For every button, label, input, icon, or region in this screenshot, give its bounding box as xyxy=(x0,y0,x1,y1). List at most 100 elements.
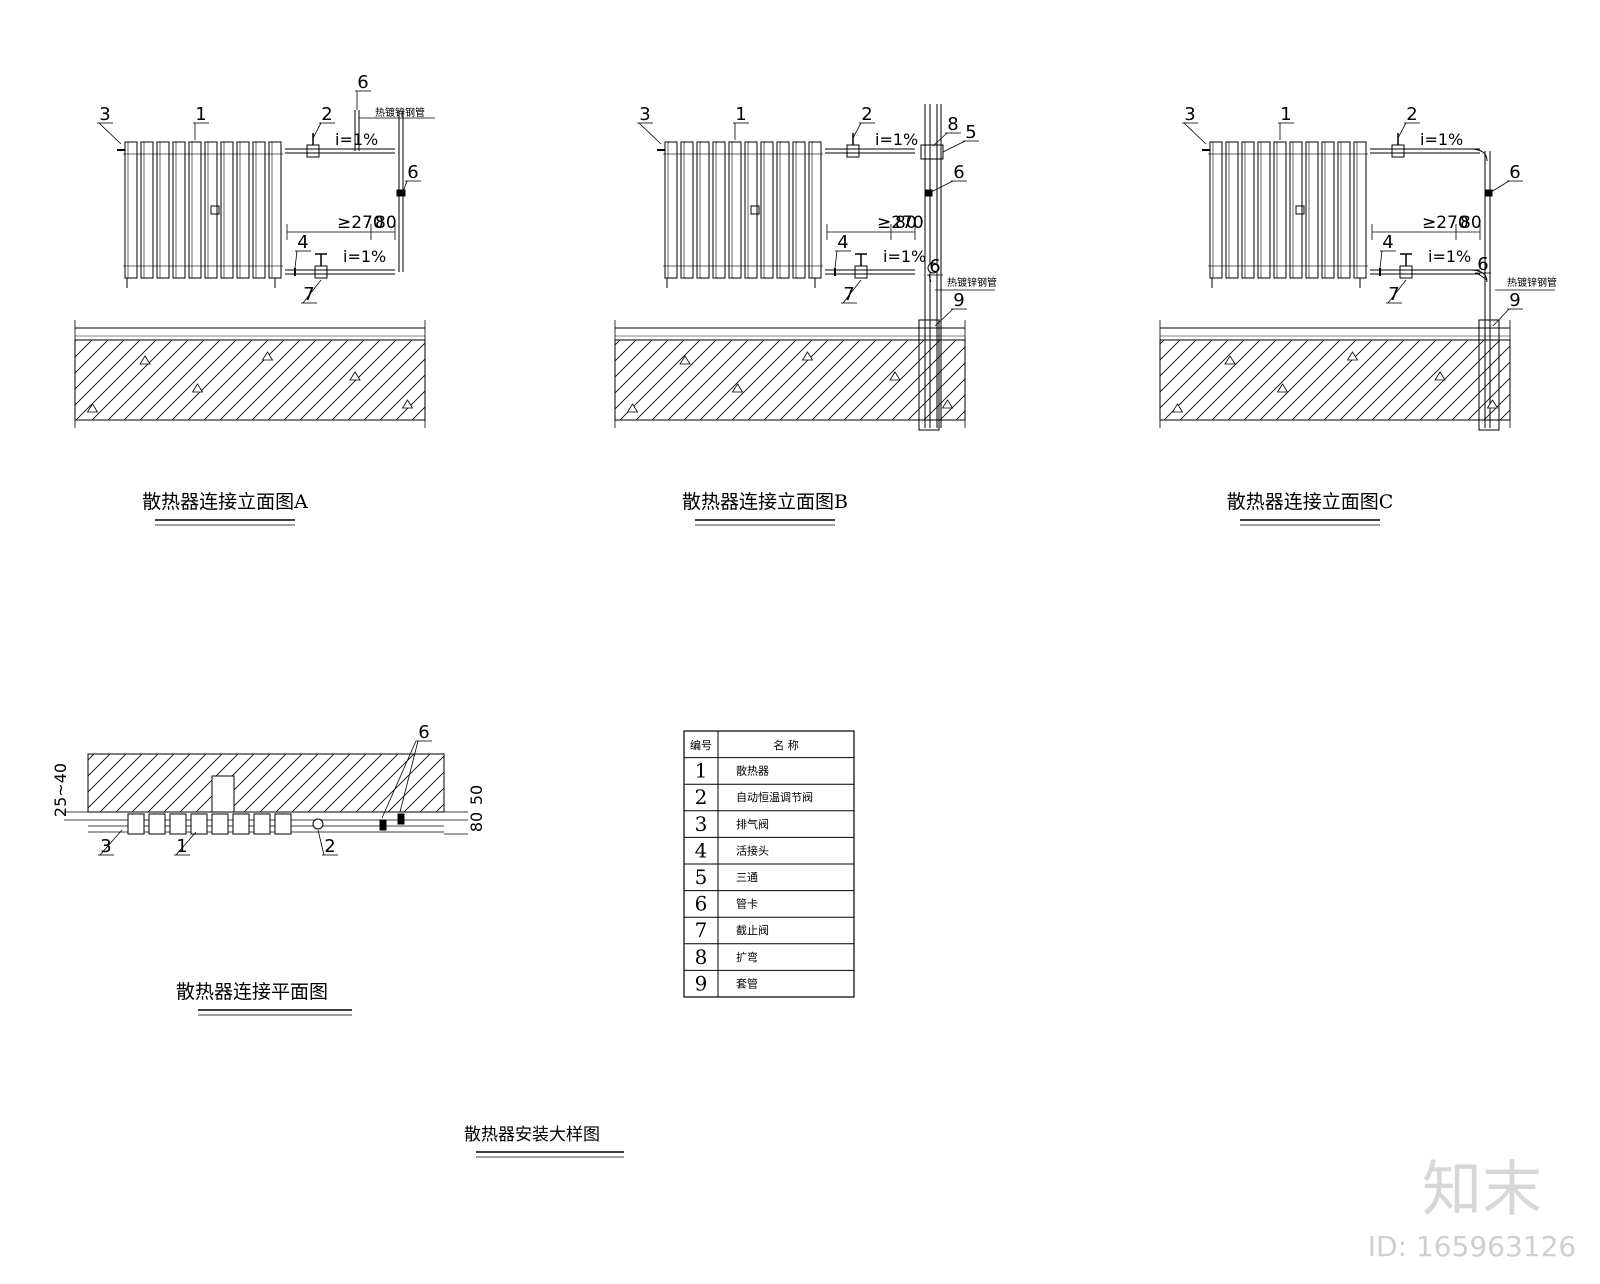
callout-leader xyxy=(399,740,419,813)
callout-number: 6 xyxy=(418,722,429,743)
floor-slab xyxy=(1159,320,1511,428)
radiator-bracket xyxy=(750,205,760,215)
pipe-note: 热镀锌钢管 xyxy=(1507,276,1557,289)
radiator-section xyxy=(696,141,710,279)
radiator-section xyxy=(1241,141,1255,279)
callout-number: 1 xyxy=(735,104,746,125)
radiator-section xyxy=(204,141,218,279)
callout-number: 6 xyxy=(1509,162,1520,183)
slope-label: i=1% xyxy=(343,247,386,266)
expansion-bend xyxy=(927,262,939,274)
callout-leader xyxy=(1379,250,1383,269)
radiator-section xyxy=(664,141,678,279)
concrete-slab xyxy=(74,339,426,421)
dimension-label: 80 xyxy=(895,213,917,233)
callout-leader xyxy=(317,829,325,856)
callout-number: 2 xyxy=(324,836,335,857)
legend-row-no: 5 xyxy=(695,865,708,889)
callout-leader xyxy=(402,180,408,193)
legend-row-no: 4 xyxy=(695,838,708,862)
aggregate-mark xyxy=(86,403,99,413)
dimension-label: 80 xyxy=(467,812,486,832)
plan-radiator-section xyxy=(148,813,166,835)
radiator-section xyxy=(1273,141,1287,279)
radiator-section xyxy=(1353,141,1367,279)
radiator-section xyxy=(728,141,742,279)
radiator-section xyxy=(776,141,790,279)
radiator-section xyxy=(792,141,806,279)
callout-leader xyxy=(852,122,862,139)
callout-number: 3 xyxy=(1184,104,1195,125)
radiator-section xyxy=(236,141,250,279)
radiator-section xyxy=(1305,141,1319,279)
legend-row-no: 8 xyxy=(695,945,708,969)
radiator-section xyxy=(760,141,774,279)
figure-title: 散热器连接立面图C xyxy=(1227,491,1394,513)
legend-row-no: 3 xyxy=(695,812,708,836)
callout-number: 9 xyxy=(953,290,964,311)
callout-number: 3 xyxy=(100,836,111,857)
watermark-logo: 知末 xyxy=(1422,1155,1542,1225)
figure-title: 散热器连接立面图B xyxy=(682,491,848,513)
callout-number: 2 xyxy=(861,104,872,125)
callout-leader xyxy=(1490,180,1510,193)
callout-number: 6 xyxy=(357,72,368,93)
callout-number: 3 xyxy=(99,104,110,125)
aggregate-mark xyxy=(941,399,954,409)
radiator-section xyxy=(172,141,186,279)
watermark: 知末 ID: 165963126 xyxy=(1368,1155,1576,1263)
stop-valve xyxy=(1399,265,1413,279)
aggregate-mark xyxy=(401,399,414,409)
dimension-label: 50 xyxy=(467,785,486,805)
radiator-section xyxy=(188,141,202,279)
tee-fitting xyxy=(920,144,944,160)
callout-leader xyxy=(1397,122,1407,139)
legend-row-name: 活接头 xyxy=(736,844,769,857)
callout-number: 2 xyxy=(1406,104,1417,125)
legend-row-name: 三通 xyxy=(736,871,758,884)
callout-leader xyxy=(99,829,123,856)
legend-row-no: 1 xyxy=(695,759,708,783)
callout-number: 7 xyxy=(303,284,314,305)
radiator-section xyxy=(1225,141,1239,279)
legend-row-no: 9 xyxy=(695,971,708,995)
callout-leader xyxy=(175,831,197,856)
watermark-id: ID: 165963126 xyxy=(1368,1230,1576,1263)
radiator-section xyxy=(1209,141,1223,279)
plan-radiator-section xyxy=(190,813,208,835)
pipe-bend xyxy=(1469,148,1488,162)
callout-number: 6 xyxy=(1477,254,1488,275)
floor-slab xyxy=(74,320,426,428)
legend-row-no: 7 xyxy=(695,918,708,942)
pipe-clamp xyxy=(396,189,406,197)
callout-number: 4 xyxy=(297,232,308,253)
callout-leader xyxy=(381,740,417,819)
pipe-clamp xyxy=(1485,189,1493,197)
plan-radiator-section xyxy=(211,813,229,835)
radiator-section xyxy=(268,141,282,279)
thermostatic-valve xyxy=(846,144,860,158)
legend-row-name: 扩弯 xyxy=(736,950,758,964)
callout-leader xyxy=(98,122,122,145)
legend-row-no: 6 xyxy=(695,892,708,916)
callout-number: 4 xyxy=(837,232,848,253)
callout-leader xyxy=(1387,279,1407,304)
aggregate-mark xyxy=(679,355,691,365)
callout-leader xyxy=(1492,308,1510,327)
callout-number: 1 xyxy=(1280,104,1291,125)
aggregate-mark xyxy=(1171,403,1184,413)
thermostatic-valve xyxy=(1391,144,1405,158)
radiator-section xyxy=(156,141,170,279)
callout-number: 6 xyxy=(929,256,940,277)
callout-number: 3 xyxy=(639,104,650,125)
aggregate-mark xyxy=(191,383,204,393)
radiator-bracket xyxy=(1295,205,1305,215)
aggregate-mark xyxy=(801,351,814,361)
plan-radiator-section xyxy=(253,813,271,835)
legend-header-no: 编号 xyxy=(690,738,712,752)
